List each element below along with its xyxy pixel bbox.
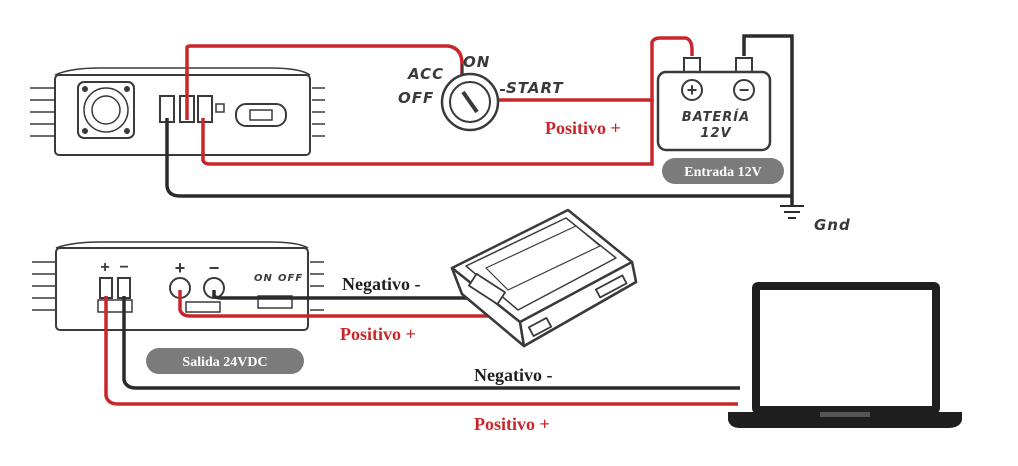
wire-negative-to-device [212,290,468,300]
badge-salida-text: Salida 24VDC [182,355,267,370]
wire-positive-to-battery [492,36,694,102]
battery [656,57,772,152]
ignition-start-label: START [506,79,564,97]
converter-top-body [54,74,311,156]
wire-negative-to-laptop [122,296,740,390]
output-terminal-positive [99,277,113,299]
battery-terminal-positive [683,57,701,73]
converter-top [30,67,325,156]
wire-positive-to-device [178,290,488,318]
output-minus-b: − [209,258,220,278]
heatsink-fins-right-top [312,87,325,137]
ignition-switch [440,64,505,132]
ignition-acc-label: ACC [407,65,444,83]
power-switch [257,295,293,309]
output-on-label: ON [254,273,273,284]
ignition-off-label: OFF [398,89,434,107]
badge-salida [146,348,304,374]
battery-minus-symbol: − [739,80,750,100]
label-gnd: Gnd [814,216,851,234]
battery-terminal-negative [735,57,753,73]
device-icon [450,208,638,348]
fan-icon [77,81,135,139]
fuse-holder-icon [235,103,287,127]
battery-label: BATERÍA [682,109,750,125]
output-off-label: OFF [278,273,303,284]
output-plus-b: + [175,258,186,278]
wire-positive-loop [201,100,654,166]
terminal-3-top [197,95,213,123]
output-terminal-negative [117,277,131,299]
plus-circle-icon [681,79,703,101]
badge-entrada-text: Entrada 12V [684,165,761,180]
ground-icon [780,205,804,219]
wire-negative-to-ground [165,118,792,198]
label-positivo-bottom: Positivo + [474,414,550,434]
output-minus-a: − [119,259,128,276]
wire-battery-negative [742,34,794,206]
battery-plus-symbol: + [687,80,698,100]
fuse-bottom-icon [185,301,221,313]
heatsink-fins-right-bottom [310,261,324,311]
heatsink-fins-left-bottom [32,261,56,311]
heatsink-fins-left-top [30,87,55,137]
label-negativo-bottom: Negativo - [474,365,552,385]
converter-bottom [32,241,324,331]
laptop-icon [728,282,962,428]
wire-positive-to-laptop [104,296,738,406]
led-icon [215,103,225,113]
key-slot-icon [461,90,479,114]
ignition-on-label: ON [463,53,490,71]
wire-positive-to-ignition [185,44,464,120]
label-positivo-top: Positivo + [545,118,621,138]
label-positivo-mid: Positivo + [340,324,416,344]
minus-circle-icon [733,79,755,101]
converter-bottom-body [55,247,309,331]
battery-voltage: 12V [700,126,731,141]
output-plus-a: + [100,259,109,276]
label-negativo-mid: Negativo - [342,274,420,294]
badge-entrada [662,158,784,184]
